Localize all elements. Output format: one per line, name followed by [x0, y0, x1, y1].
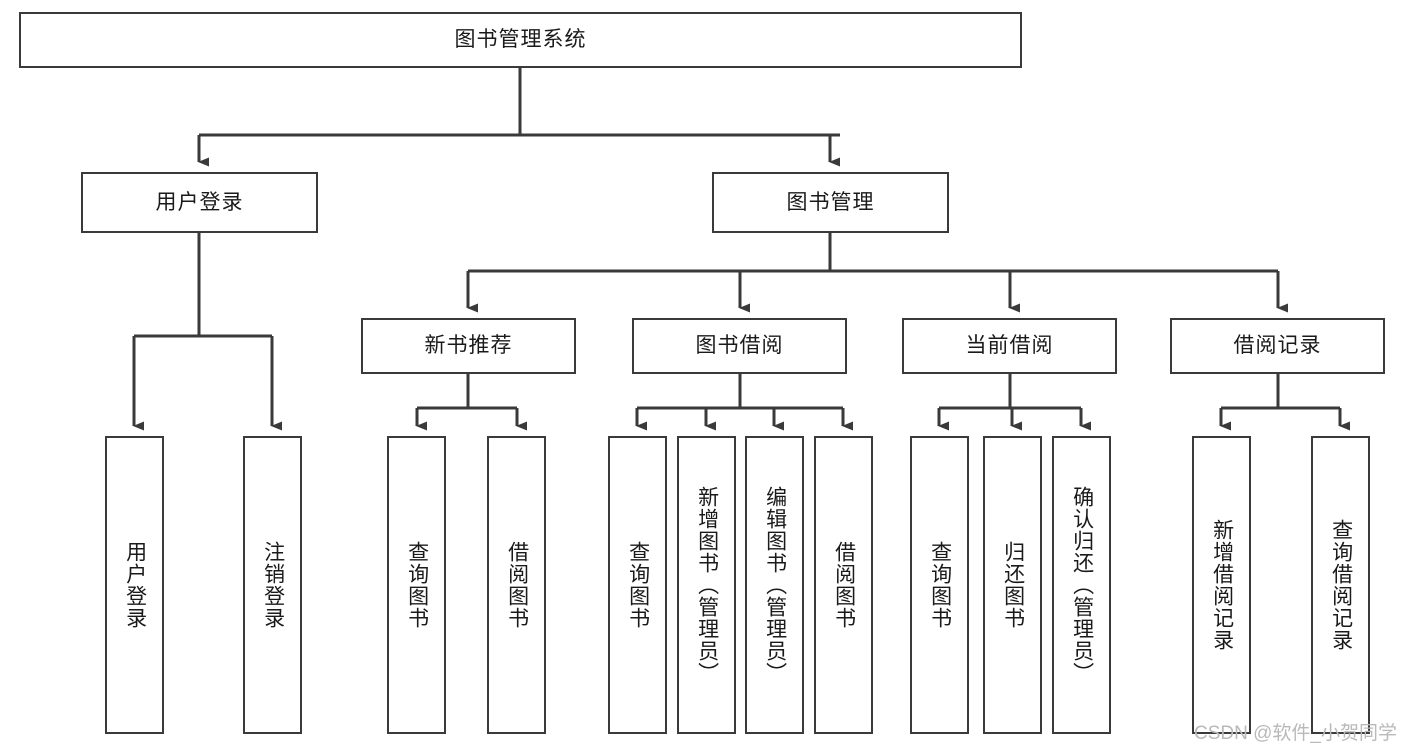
node-label: 编辑图书（管理员） [763, 486, 787, 684]
node-leaves-9[interactable]: 归还图书 [983, 436, 1042, 734]
node-leaves-7[interactable]: 借阅图书 [814, 436, 873, 734]
node-leaves-3[interactable]: 借阅图书 [487, 436, 546, 734]
node-label: 借阅图书 [832, 541, 856, 629]
node-level3-2[interactable]: 当前借阅 [902, 318, 1117, 374]
node-leaves-2[interactable]: 查询图书 [387, 436, 446, 734]
node-leaves-5[interactable]: 新增图书（管理员） [677, 436, 736, 734]
node-level3-0[interactable]: 新书推荐 [361, 318, 576, 374]
node-label: 用户登录 [123, 541, 147, 629]
node-label: 用户登录 [155, 190, 244, 214]
node-label: 图书管理 [786, 190, 875, 214]
node-label: 查询借阅记录 [1329, 519, 1353, 651]
node-root-book-management-system[interactable]: 图书管理系统 [19, 12, 1022, 68]
node-leaves-10[interactable]: 确认归还（管理员） [1052, 436, 1111, 734]
node-label: 查询图书 [928, 541, 952, 629]
node-label: 当前借阅 [965, 334, 1054, 358]
node-label: 图书管理系统 [454, 28, 587, 52]
node-leaves-1[interactable]: 注销登录 [243, 436, 302, 734]
node-label: 注销登录 [261, 541, 285, 629]
node-level3-1[interactable]: 图书借阅 [632, 318, 847, 374]
node-label: 查询图书 [626, 541, 650, 629]
node-label: 新书推荐 [424, 334, 513, 358]
node-level2-0[interactable]: 用户登录 [81, 172, 318, 233]
node-level3-3[interactable]: 借阅记录 [1170, 318, 1385, 374]
node-leaves-4[interactable]: 查询图书 [608, 436, 667, 734]
node-label: 借阅图书 [505, 541, 529, 629]
node-label: 确认归还（管理员） [1070, 486, 1094, 684]
node-label: 新增借阅记录 [1210, 519, 1234, 651]
node-leaves-11[interactable]: 新增借阅记录 [1192, 436, 1251, 734]
node-label: 新增图书（管理员） [695, 486, 719, 684]
node-leaves-6[interactable]: 编辑图书（管理员） [745, 436, 804, 734]
node-level2-1[interactable]: 图书管理 [712, 172, 949, 233]
node-leaves-12[interactable]: 查询借阅记录 [1311, 436, 1370, 734]
node-label: 查询图书 [405, 541, 429, 629]
node-label: 归还图书 [1001, 541, 1025, 629]
node-label: 图书借阅 [695, 334, 784, 358]
node-leaves-0[interactable]: 用户登录 [105, 436, 164, 734]
node-leaves-8[interactable]: 查询图书 [910, 436, 969, 734]
node-label: 借阅记录 [1233, 334, 1322, 358]
